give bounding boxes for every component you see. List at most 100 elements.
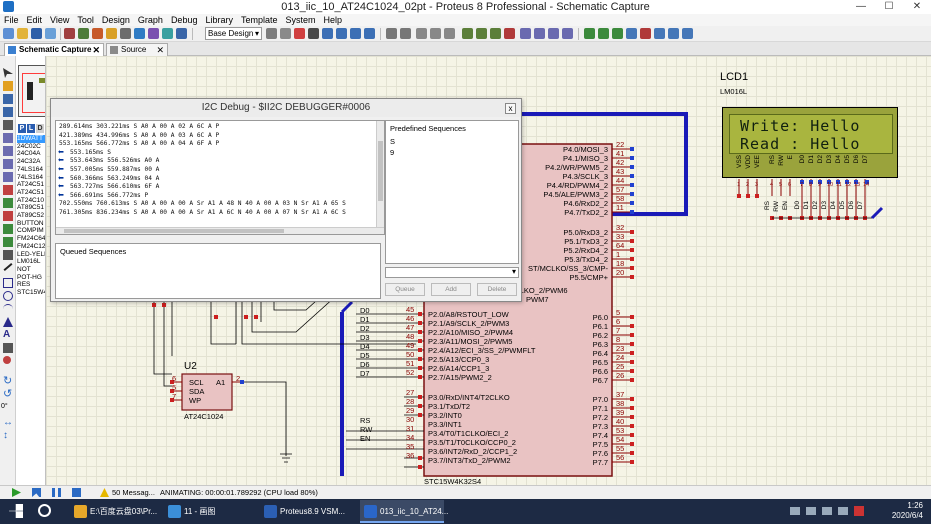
menu-graph[interactable]: Graph	[137, 15, 163, 25]
save-icon[interactable]	[31, 28, 42, 39]
pan-icon[interactable]	[308, 28, 319, 39]
taskbar-item-proteus[interactable]: 013_iic_10_AT24...	[360, 500, 448, 523]
menu-file[interactable]: File	[4, 15, 19, 25]
overview-window[interactable]	[18, 65, 45, 117]
library-manager-button[interactable]: L	[27, 124, 35, 133]
rotate-ccw-icon[interactable]: ↺	[3, 388, 13, 400]
message-count[interactable]: 50 Messag...	[112, 488, 155, 497]
log-entry[interactable]: 553.165ms 566.772ms S A0 A 00 A 04 A 6F …	[59, 140, 220, 148]
path-tool-icon[interactable]	[3, 317, 13, 327]
list-item[interactable]: AT89C52	[17, 212, 44, 220]
rotate-cw-icon[interactable]: ↻	[3, 375, 13, 387]
marker-tool-icon[interactable]	[3, 356, 11, 364]
list-item[interactable]: S	[390, 137, 396, 146]
zoom-all-icon[interactable]	[350, 28, 361, 39]
close-project-icon[interactable]	[45, 28, 56, 39]
paste-icon[interactable]	[444, 28, 455, 39]
tray-icon[interactable]	[838, 507, 848, 515]
pick-device-button[interactable]: P	[18, 124, 26, 133]
tray-icon[interactable]	[790, 507, 800, 515]
log-entry[interactable]: 566.691ms 566.772ms P	[70, 191, 149, 199]
line-tool-icon[interactable]	[3, 263, 13, 271]
open-folder-icon[interactable]	[17, 28, 28, 39]
close-tab-icon[interactable]: ✕	[92, 45, 100, 55]
close-tab-icon[interactable]: ✕	[156, 45, 164, 55]
origin-icon[interactable]	[294, 28, 305, 39]
copy-icon[interactable]	[430, 28, 441, 39]
text-script-icon[interactable]	[3, 120, 13, 130]
taskbar-item-word[interactable]: Proteus8.9 VSM...	[260, 500, 354, 523]
log-entry[interactable]: 563.727ms 566.610ms 6F A	[70, 183, 160, 191]
tab-source-code[interactable]: Source Code ✕	[106, 43, 168, 66]
play-icon[interactable]	[12, 488, 21, 497]
list-item[interactable]: 9	[390, 148, 395, 157]
log-entry[interactable]: 560.366ms 563.249ms 04 A	[70, 174, 160, 182]
list-item[interactable]: AT24C10	[17, 196, 44, 204]
refresh-icon[interactable]	[266, 28, 277, 39]
gerber-icon[interactable]	[120, 28, 131, 39]
zoom-out-icon[interactable]	[336, 28, 347, 39]
search-icon[interactable]	[38, 504, 51, 517]
sequence-combo[interactable]	[385, 267, 519, 278]
symbol-tool-icon[interactable]	[3, 343, 13, 353]
menu-template[interactable]: Template	[240, 15, 278, 25]
list-item[interactable]: COMPIM	[17, 227, 44, 235]
list-item[interactable]: STC15W4	[17, 289, 46, 297]
debugger-close-button[interactable]: x	[505, 103, 516, 114]
system-clock[interactable]: 1:26 2020/6/4	[892, 501, 923, 521]
lcd-display[interactable]: Write: Hello Read : Hello	[722, 107, 898, 178]
list-item[interactable]: NOT	[17, 265, 31, 273]
eeprom-body[interactable]	[181, 373, 233, 411]
menu-help[interactable]: Help	[323, 15, 343, 25]
log-entry[interactable]: 421.389ms 434.996ms S A0 A 00 A 03 A 6C …	[59, 131, 220, 139]
current-probe-icon[interactable]	[3, 237, 13, 247]
stop-icon[interactable]	[72, 488, 81, 497]
wire-autorouter-icon[interactable]	[584, 28, 595, 39]
new-file-icon[interactable]	[3, 28, 14, 39]
mirror-y-icon[interactable]: ↕	[3, 430, 8, 441]
wire-label-icon[interactable]	[3, 107, 13, 117]
block-copy-icon[interactable]	[462, 28, 473, 39]
list-item[interactable]: 74LS164	[17, 173, 44, 181]
schematic-icon[interactable]	[78, 28, 89, 39]
input-method-icon[interactable]	[854, 506, 864, 516]
minimize-button[interactable]: —	[856, 1, 866, 12]
delete-button[interactable]: Delete	[477, 283, 517, 296]
list-item[interactable]: AT89C51	[17, 204, 44, 212]
list-item[interactable]: RES	[17, 281, 31, 289]
undo-icon[interactable]	[386, 28, 397, 39]
arc-tool-icon[interactable]	[3, 304, 13, 314]
taskbar-item-explorer[interactable]: E:\百度云盘03\Pr...	[70, 500, 158, 523]
taskbar-item-paint[interactable]: 11 - 画图	[164, 500, 254, 523]
list-item[interactable]: POT-HG	[17, 273, 42, 281]
list-item[interactable]: LM016L	[17, 258, 41, 266]
remove-sheet-icon[interactable]	[640, 28, 651, 39]
decompose-icon[interactable]	[562, 28, 573, 39]
log-entry[interactable]: 557.005ms 559.887ms 00 A	[70, 166, 160, 173]
zoom-in-icon[interactable]	[322, 28, 333, 39]
list-item[interactable]: 24C02C	[17, 142, 41, 150]
list-item[interactable]: AT24C51	[17, 188, 44, 196]
menu-view[interactable]: View	[50, 15, 70, 25]
cut-icon[interactable]	[416, 28, 427, 39]
menu-library[interactable]: Library	[205, 15, 233, 25]
block-move-icon[interactable]	[476, 28, 487, 39]
3d-view-icon[interactable]	[106, 28, 117, 39]
list-item[interactable]: BUTTON	[17, 219, 44, 227]
box-tool-icon[interactable]	[3, 278, 13, 288]
device-pins-icon[interactable]	[3, 172, 13, 182]
exit-parent-icon[interactable]	[654, 28, 665, 39]
pause-icon[interactable]	[52, 488, 61, 497]
log-vertical-scrollbar[interactable]	[376, 121, 384, 229]
source-code-icon[interactable]	[162, 28, 173, 39]
graph-mode-icon[interactable]	[3, 185, 13, 195]
list-item[interactable]: 1DWATT	[17, 135, 45, 143]
make-device-icon[interactable]	[534, 28, 545, 39]
pcb-icon[interactable]	[92, 28, 103, 39]
grid-icon[interactable]	[280, 28, 291, 39]
queued-sequences-panel[interactable]: Queued Sequences	[55, 243, 381, 299]
list-item[interactable]: FM24C64	[17, 235, 46, 243]
step-icon[interactable]	[32, 488, 41, 497]
log-entry[interactable]: 702.550ms 760.613ms S A0 A 00 A 00 A Sr …	[59, 200, 346, 208]
menu-tool[interactable]: Tool	[77, 15, 94, 25]
